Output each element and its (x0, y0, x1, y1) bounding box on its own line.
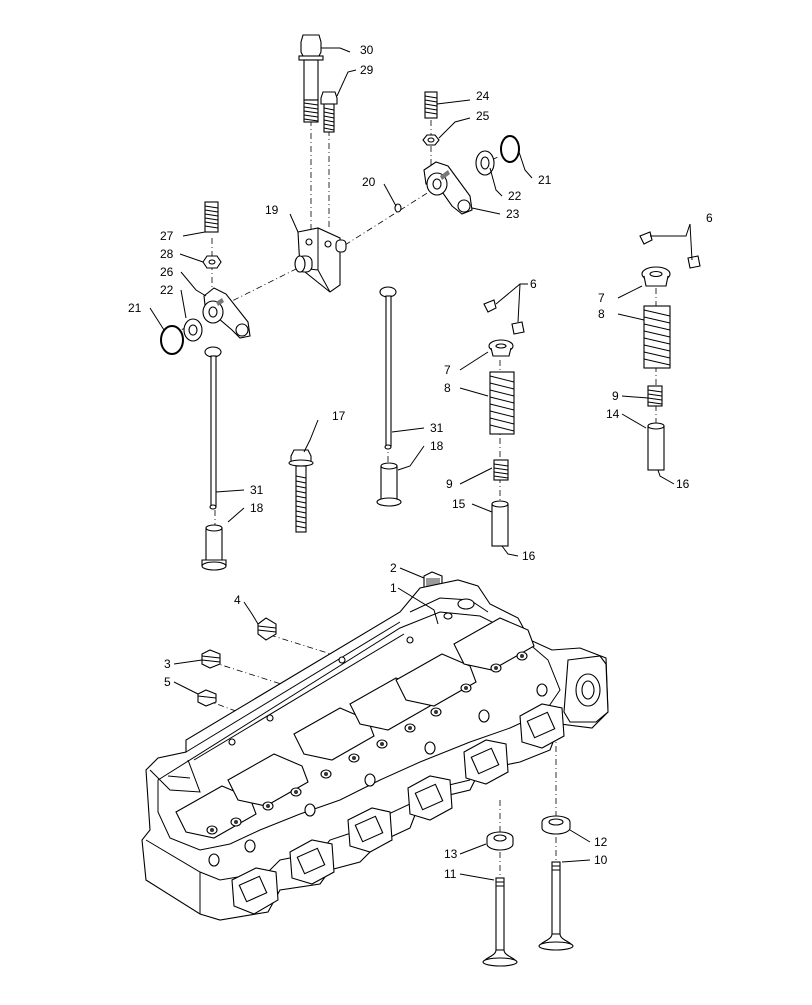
head-bolt-holes (208, 636, 548, 867)
valve-spring-8-middle (489, 371, 515, 435)
plug-5 (197, 689, 217, 707)
valve-guide-14 (647, 422, 665, 471)
callout-22-right: 22 (508, 189, 522, 203)
bolt-29 (320, 91, 338, 133)
stud-27 (204, 201, 219, 233)
tappet-18-left (201, 524, 227, 571)
valve-spring-8-right (643, 305, 671, 369)
callout-15: 15 (452, 497, 466, 511)
callout-labels: 30 29 24 25 21 22 23 20 19 27 28 26 22 2… (128, 43, 713, 881)
nut-25 (422, 134, 440, 146)
callout-11: 11 (444, 867, 457, 881)
nut-28 (202, 255, 222, 269)
callout-24: 24 (476, 89, 490, 103)
callout-6-middle: 6 (530, 277, 537, 291)
callout-21-left: 21 (128, 301, 142, 315)
plug-4 (257, 617, 277, 641)
callout-7-right: 7 (598, 291, 605, 305)
callout-31-left: 31 (250, 483, 264, 497)
callout-7-middle: 7 (444, 363, 451, 377)
callout-20: 20 (362, 175, 376, 189)
callout-1: 1 (390, 581, 397, 595)
callout-21-right: 21 (538, 173, 552, 187)
valve-keepers-6-right (639, 231, 701, 269)
callout-14: 14 (606, 407, 620, 421)
valve-keepers-6-middle (483, 299, 525, 335)
valve-10 (538, 861, 574, 951)
leader-lines (149, 47, 693, 881)
callout-29: 29 (360, 63, 374, 77)
snap-ring-21-right (500, 135, 520, 163)
rocker-arm-23 (423, 161, 473, 215)
callout-30: 30 (360, 43, 374, 57)
tappet-18-middle (376, 462, 402, 507)
rocker-arm-26 (202, 287, 251, 339)
callout-3: 3 (164, 657, 171, 671)
callout-12: 12 (594, 835, 608, 849)
callout-2: 2 (390, 561, 397, 575)
washer-22-right (475, 150, 495, 176)
valve-guide-15 (491, 500, 509, 547)
plug-3 (201, 649, 221, 669)
valve-seat-insert-13 (486, 831, 514, 851)
snap-ring-21-left (160, 325, 184, 355)
push-rod-31-middle (379, 286, 397, 450)
callout-25: 25 (476, 109, 490, 123)
valve-seat-insert-12 (541, 815, 571, 835)
valve-11 (482, 877, 518, 967)
callout-5: 5 (164, 675, 171, 689)
callout-16-right: 16 (676, 477, 690, 491)
bolt-17 (288, 449, 314, 533)
bolt-30 (298, 34, 324, 123)
callout-19: 19 (265, 203, 279, 217)
spring-retainer-7-middle (488, 339, 514, 357)
washer-22-left (183, 318, 203, 342)
callout-28: 28 (160, 247, 174, 261)
push-rod-31-left (204, 346, 222, 510)
callout-8-middle: 8 (444, 381, 451, 395)
callout-10: 10 (594, 853, 608, 867)
callout-9-middle: 9 (446, 477, 453, 491)
stud-24 (424, 91, 438, 119)
callout-18-middle: 18 (430, 439, 444, 453)
callout-26: 26 (160, 265, 174, 279)
callout-16-middle: 16 (522, 549, 536, 563)
callout-6-right: 6 (706, 211, 713, 225)
callout-4: 4 (234, 593, 241, 607)
valve-seal-9-middle (493, 459, 509, 481)
callout-13: 13 (444, 847, 458, 861)
callout-22-left: 22 (160, 283, 174, 297)
callout-8-right: 8 (598, 307, 605, 321)
rocker-pockets (175, 617, 535, 839)
cylinder-head-1 (141, 579, 609, 921)
spring-retainer-7-right (641, 266, 671, 287)
valve-seal-9-right (647, 385, 663, 407)
callout-27: 27 (160, 229, 174, 243)
callout-9-right: 9 (612, 389, 619, 403)
callout-17: 17 (332, 409, 346, 423)
pin-20 (394, 203, 402, 213)
callout-31-middle: 31 (430, 421, 444, 435)
callout-23: 23 (506, 207, 520, 221)
exhaust-ports (231, 703, 565, 915)
rocker-shaft-support-19 (294, 227, 347, 293)
callout-18-left: 18 (250, 501, 264, 515)
